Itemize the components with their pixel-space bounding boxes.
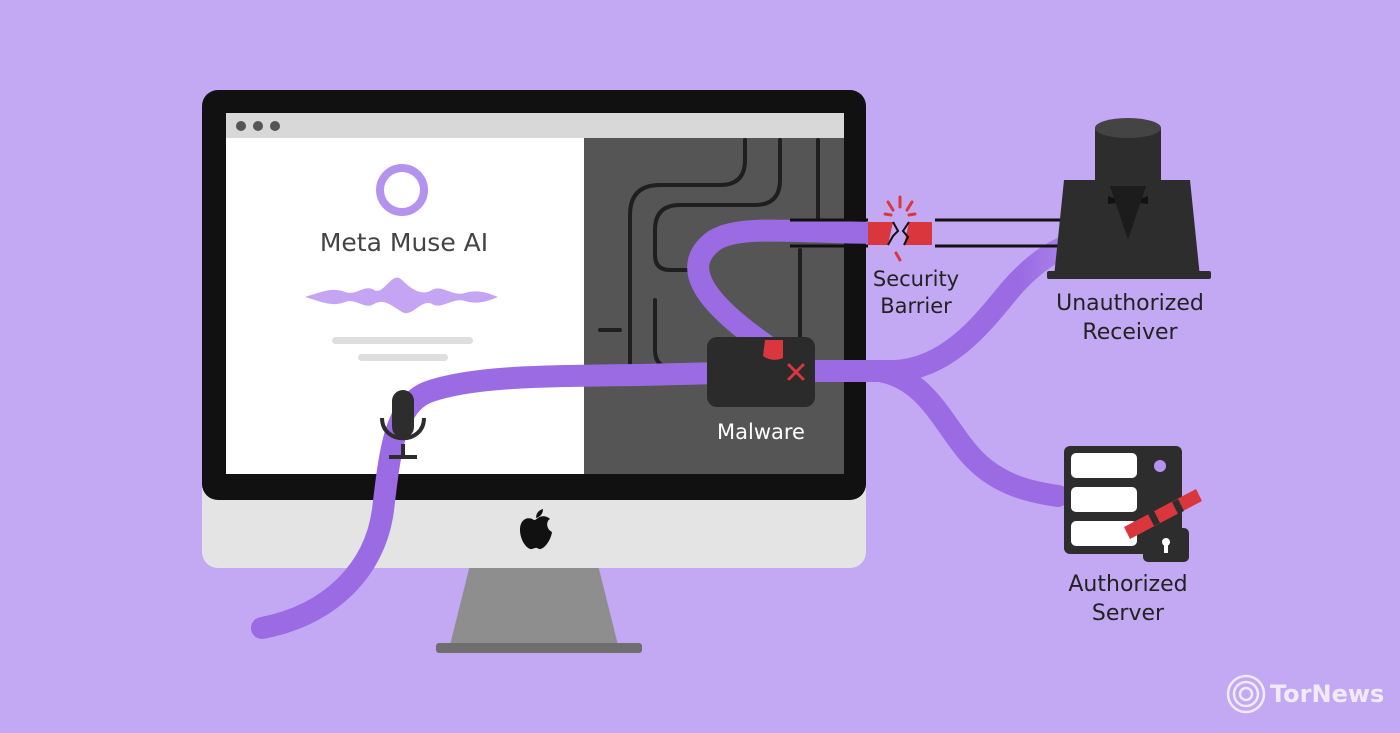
- x-mark-icon: [787, 363, 805, 381]
- placeholder-line: [358, 354, 448, 361]
- security-barrier-label-line: Security: [872, 267, 960, 291]
- brand-name: TorNews: [1270, 680, 1385, 708]
- security-barrier: [868, 221, 932, 246]
- browser-bar: [226, 113, 844, 138]
- monitor-stand: [436, 565, 642, 653]
- security-barrier-label-line: Barrier: [880, 294, 952, 319]
- malware-chip: [707, 337, 815, 407]
- crack-icon: [883, 195, 917, 262]
- unauthorized-receiver-label-line: Unauthorized: [1056, 291, 1204, 316]
- authorized-server-label-line: Authorized: [1068, 572, 1188, 597]
- unauthorized-receiver-label-line: Receiver: [1082, 319, 1178, 345]
- authorized-server-label: Authorized Server: [1040, 571, 1216, 628]
- malware-label: Malware: [717, 420, 805, 444]
- security-barrier-label: Security Barrier: [846, 266, 986, 321]
- circuit-paths: [598, 138, 820, 372]
- unauthorized-receiver-label: Unauthorized Receiver: [1030, 290, 1230, 347]
- microphone-icon: [380, 390, 426, 459]
- tornews-logo-icon: [1226, 674, 1266, 714]
- authorized-server-label-line: Server: [1091, 600, 1165, 626]
- app-title: Meta Muse AI: [319, 228, 489, 257]
- assistant-ring-icon: [376, 164, 428, 216]
- placeholder-line: [332, 337, 473, 344]
- access-blocked-tape: [1124, 489, 1202, 539]
- hacker-icon: [1047, 118, 1211, 279]
- apple-logo-icon: [520, 509, 552, 550]
- brand-watermark: TorNews: [1226, 672, 1384, 716]
- voice-waveform-icon: [305, 277, 498, 314]
